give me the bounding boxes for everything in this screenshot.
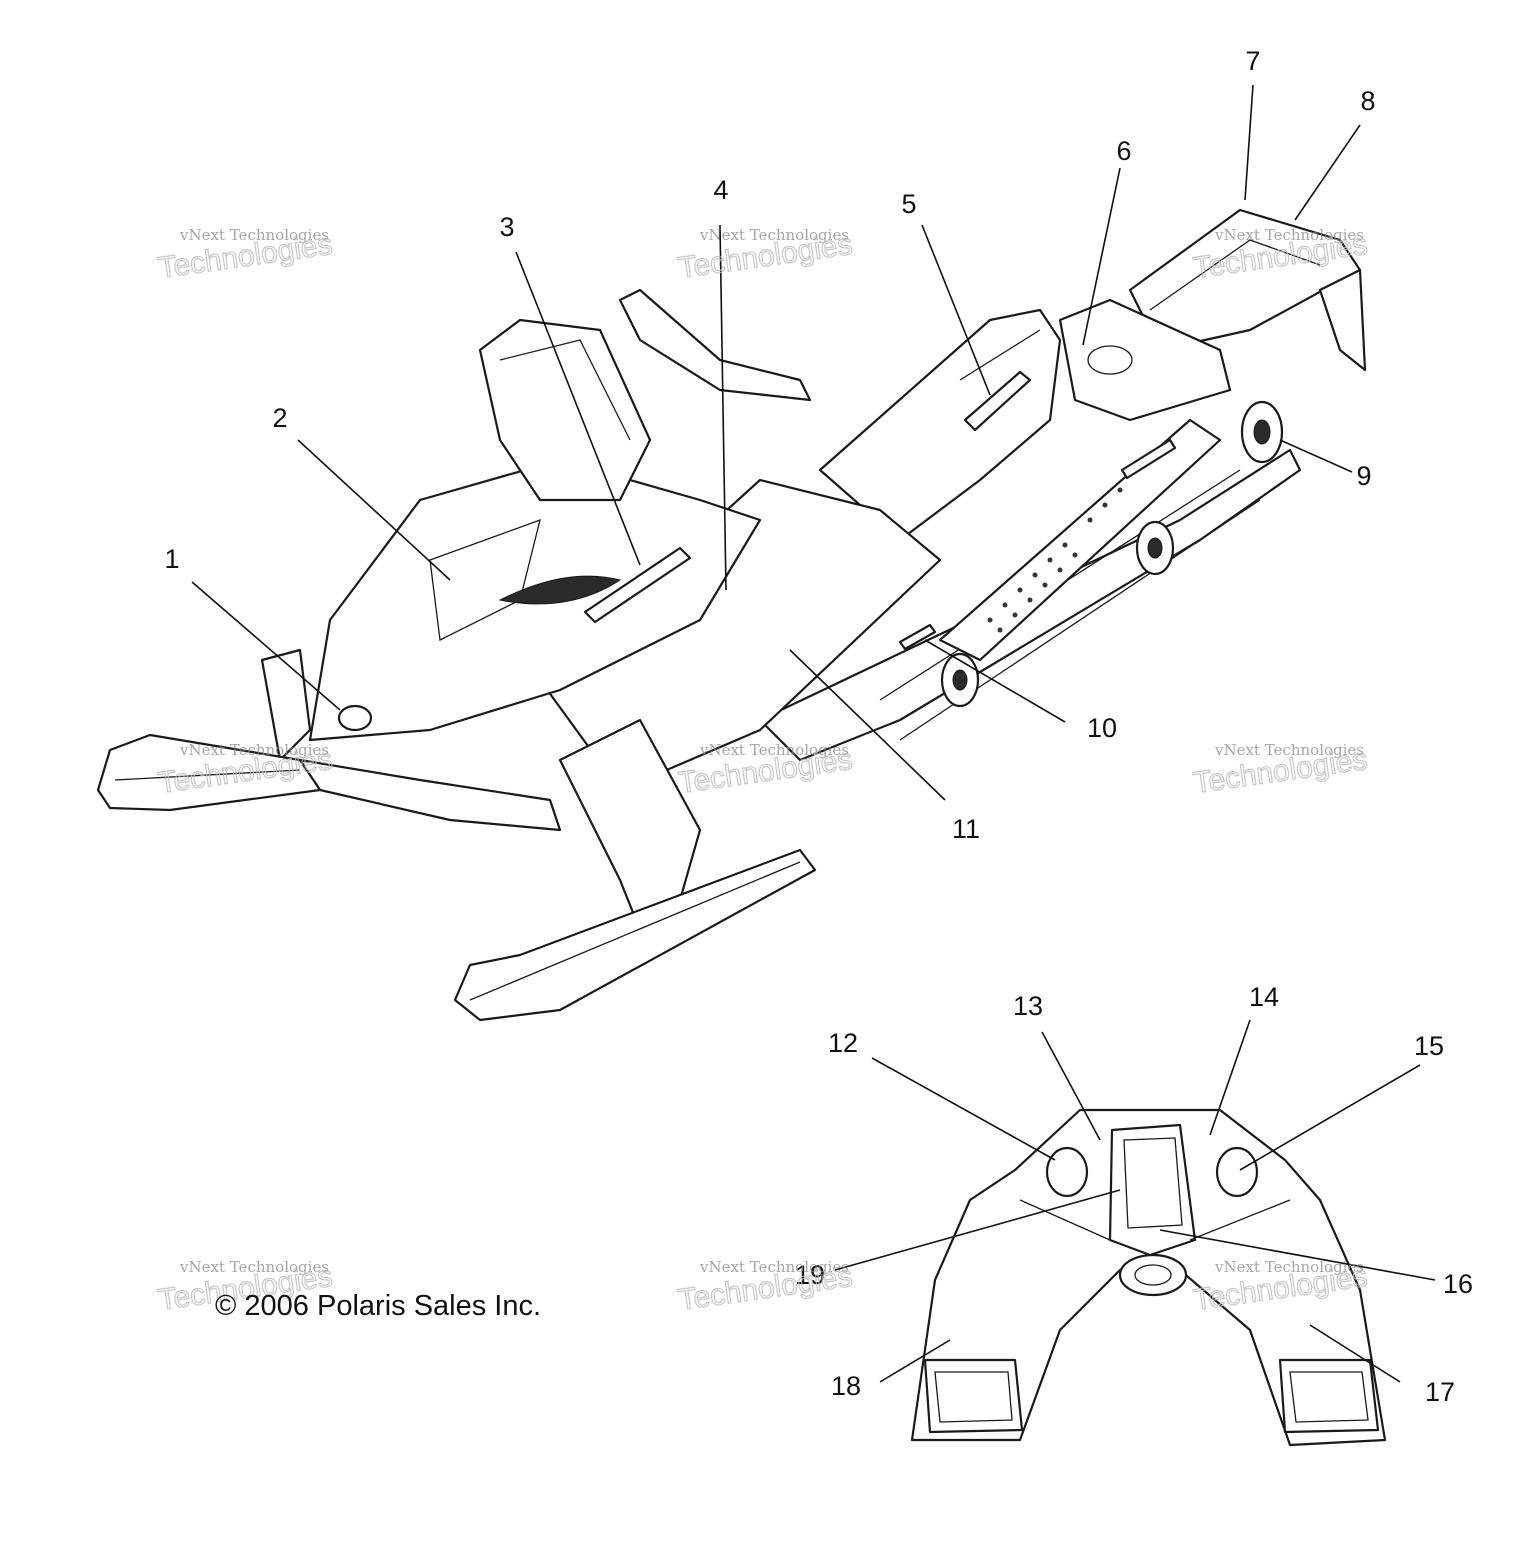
callout-19: 19 (795, 1260, 825, 1290)
seat (818, 308, 1062, 542)
decal-strip-5 (963, 370, 1032, 432)
snowmobile-illustration (96, 208, 1367, 1022)
watermark: vNext Technologies Technologies (676, 741, 855, 801)
left-spindle (260, 648, 312, 762)
right-ski (453, 848, 817, 1022)
decal-strip-3 (583, 546, 692, 624)
callout-11: 11 (952, 814, 980, 844)
console-illustration (910, 1108, 1387, 1447)
watermark: vNext Technologies Technologies (676, 1258, 855, 1318)
right-foot-pad (1278, 1358, 1380, 1434)
callout-1: 1 (164, 544, 179, 574)
console-body (910, 1108, 1387, 1447)
svg-text:vNext Technologies: vNext Technologies (699, 1258, 849, 1276)
copyright-notice: © 2006 Polaris Sales Inc. (215, 1290, 542, 1322)
callout-16: 16 (1443, 1269, 1473, 1299)
gauge-pod (1108, 1123, 1197, 1257)
svg-text:vNext Technologies: vNext Technologies (699, 741, 849, 759)
rear-storage (1058, 298, 1232, 422)
left-ski (96, 733, 322, 812)
callout-15: 15 (1414, 1031, 1444, 1061)
watermark: vNext Technologies Technologies (1191, 741, 1370, 801)
callout-10: 10 (1087, 713, 1117, 743)
handlebar (618, 288, 812, 402)
callout-8: 8 (1360, 86, 1375, 116)
leader-lines (191, 84, 1436, 1383)
svg-text:vNext Technologies: vNext Technologies (179, 226, 329, 244)
svg-text:vNext Technologies: vNext Technologies (1214, 741, 1364, 759)
decal-strip-6 (1120, 438, 1177, 480)
left-switch-pod (1045, 1146, 1089, 1198)
snow-flap (1318, 268, 1367, 372)
callout-14: 14 (1249, 982, 1279, 1012)
callout-17: 17 (1425, 1377, 1455, 1407)
callout-6: 6 (1116, 136, 1131, 166)
bogie-wheel (1135, 520, 1175, 576)
running-board (938, 418, 1222, 662)
bellypan (298, 758, 562, 832)
decal-strip-11 (898, 623, 937, 651)
console-light (1118, 1253, 1188, 1297)
right-switch-pod (1215, 1146, 1259, 1198)
callout-5: 5 (901, 189, 916, 219)
callout-3: 3 (499, 212, 514, 242)
svg-text:vNext Technologies: vNext Technologies (179, 1258, 329, 1276)
windshield (478, 318, 652, 502)
svg-text:vNext Technologies: vNext Technologies (699, 226, 849, 244)
callout-18: 18 (831, 1371, 861, 1401)
svg-text:vNext Technologies: vNext Technologies (1214, 226, 1364, 244)
headlight (337, 704, 373, 732)
callout-12: 12 (828, 1028, 858, 1058)
svg-text:vNext Technologies: vNext Technologies (1214, 1258, 1364, 1276)
left-foot-pad (923, 1358, 1024, 1434)
callout-7: 7 (1245, 46, 1260, 76)
bogie-wheel (940, 652, 980, 708)
callout-labels: 1 2 3 4 5 6 7 8 9 10 11 12 13 14 15 16 1… (164, 46, 1473, 1407)
watermark: vNext Technologies Technologies (676, 226, 855, 286)
bogie-wheel (1240, 400, 1284, 464)
callout-13: 13 (1013, 991, 1043, 1021)
svg-text:vNext Technologies: vNext Technologies (179, 741, 329, 759)
callout-4: 4 (713, 175, 728, 205)
callout-2: 2 (272, 403, 287, 433)
callout-9: 9 (1356, 461, 1371, 491)
watermark: vNext Technologies Technologies (156, 226, 335, 286)
